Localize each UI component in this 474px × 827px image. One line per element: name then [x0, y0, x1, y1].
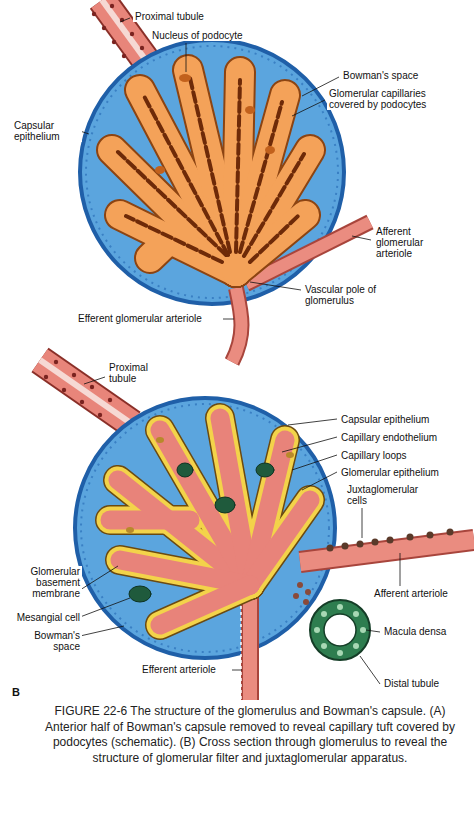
figure-caption: FIGURE 22-6 The structure of the glomeru… [40, 704, 460, 766]
part-label: Bowman's space [341, 70, 420, 81]
proximal-tubule-a [92, 0, 150, 66]
afferent-arteriole-b [300, 529, 474, 563]
part-label: Bowman's space [6, 630, 82, 652]
part-label: Distal tubule [382, 678, 441, 689]
part-label: Afferent glomerular arteriole [374, 226, 460, 260]
bowmans-capsule-a [80, 40, 344, 304]
part-label: Capsular epithelium [339, 414, 431, 425]
part-label: Capsular epithelium [12, 120, 82, 142]
panel-letter: B [10, 686, 22, 698]
part-label: Vascular pole of glomerulus [303, 284, 391, 306]
part-label: Proximal tubule [107, 362, 167, 384]
capillary-tuft-a [112, 70, 310, 272]
part-label: Glomerular capillaries covered by podocy… [327, 88, 449, 110]
capillary-loops-b [110, 418, 310, 625]
part-label: Glomerular basement membrane [6, 566, 82, 600]
part-label: Glomerular epithelium [339, 467, 441, 478]
part-label: Macula densa [382, 626, 448, 637]
part-label: Afferent arteriole [372, 588, 450, 599]
part-label: Capillary loops [339, 450, 409, 461]
efferent-arteriole-b [241, 590, 250, 700]
part-label: Nucleus of podocyte [150, 30, 245, 41]
part-label: Proximal tubule [133, 11, 206, 22]
distal-tubule [310, 600, 370, 660]
part-label: Efferent glomerular arteriole [76, 313, 204, 324]
part-label: Juxtaglomerular cells [345, 484, 433, 506]
part-label: Efferent arteriole [140, 664, 218, 675]
extraglomerular-mesangium [293, 582, 311, 605]
efferent-arteriole-a [232, 288, 242, 362]
part-label: Capillary endothelium [339, 432, 439, 443]
bowmans-capsule-b [75, 398, 335, 658]
leader-lines [80, 18, 400, 684]
part-label: Mesangial cell [6, 612, 82, 623]
